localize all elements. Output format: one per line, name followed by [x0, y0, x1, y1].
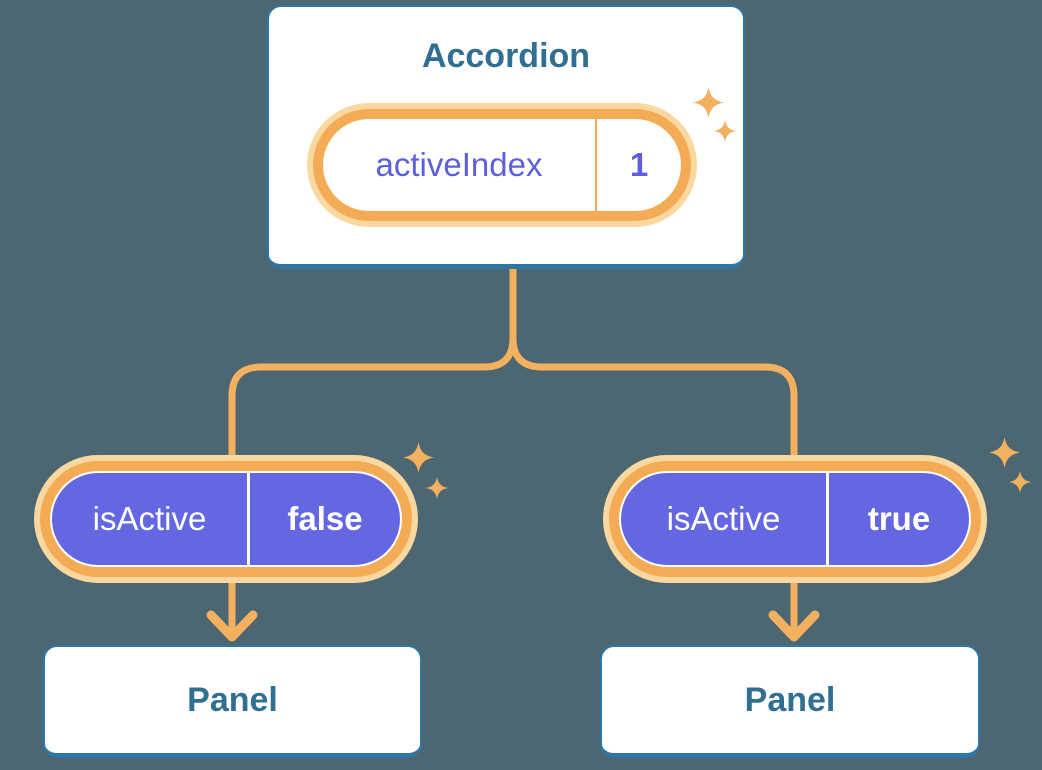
prop-pill-value: false	[287, 500, 363, 537]
arrow-down-icon	[768, 610, 820, 642]
prop-pill-isactive-left: isActive false	[34, 455, 418, 583]
sparkle-icon	[693, 87, 724, 118]
sparkle-icon	[426, 477, 448, 499]
panel-title: Panel	[187, 680, 278, 719]
prop-pill-label: isActive	[666, 500, 781, 537]
sparkle-icon	[1009, 471, 1031, 493]
pill-divider	[595, 119, 597, 211]
state-pill-activeindex: activeIndex 1	[307, 103, 697, 227]
prop-pill-ring: isActive false	[40, 461, 412, 577]
panel-card-left: Panel	[43, 645, 422, 758]
accordion-title: Accordion	[421, 37, 591, 75]
sparkle-icon	[989, 437, 1020, 468]
sparkle-icon	[714, 120, 736, 142]
state-pill-label: activeIndex	[375, 146, 543, 183]
arrow-down-icon	[206, 610, 258, 642]
prop-pill-ring: isActive true	[609, 461, 981, 577]
prop-pill-isactive-right: isActive true	[603, 455, 987, 583]
sparkle-icon	[403, 442, 434, 473]
connector-branch-left	[228, 334, 517, 637]
accordion-component-card: Accordion activeIndex 1	[267, 5, 745, 269]
prop-pill-value: true	[867, 500, 931, 537]
connector-branch-right	[509, 334, 798, 637]
prop-pill-label: isActive	[92, 500, 207, 537]
state-pill-core: activeIndex 1	[323, 119, 681, 211]
state-pill-value: 1	[629, 146, 649, 183]
prop-pill-core: isActive false	[50, 471, 402, 567]
pill-divider	[247, 473, 250, 565]
pill-divider	[826, 473, 829, 565]
state-pill-ring: activeIndex 1	[313, 109, 691, 221]
panel-card-right: Panel	[600, 645, 980, 758]
prop-pill-core: isActive true	[619, 471, 971, 567]
panel-title: Panel	[744, 680, 836, 719]
